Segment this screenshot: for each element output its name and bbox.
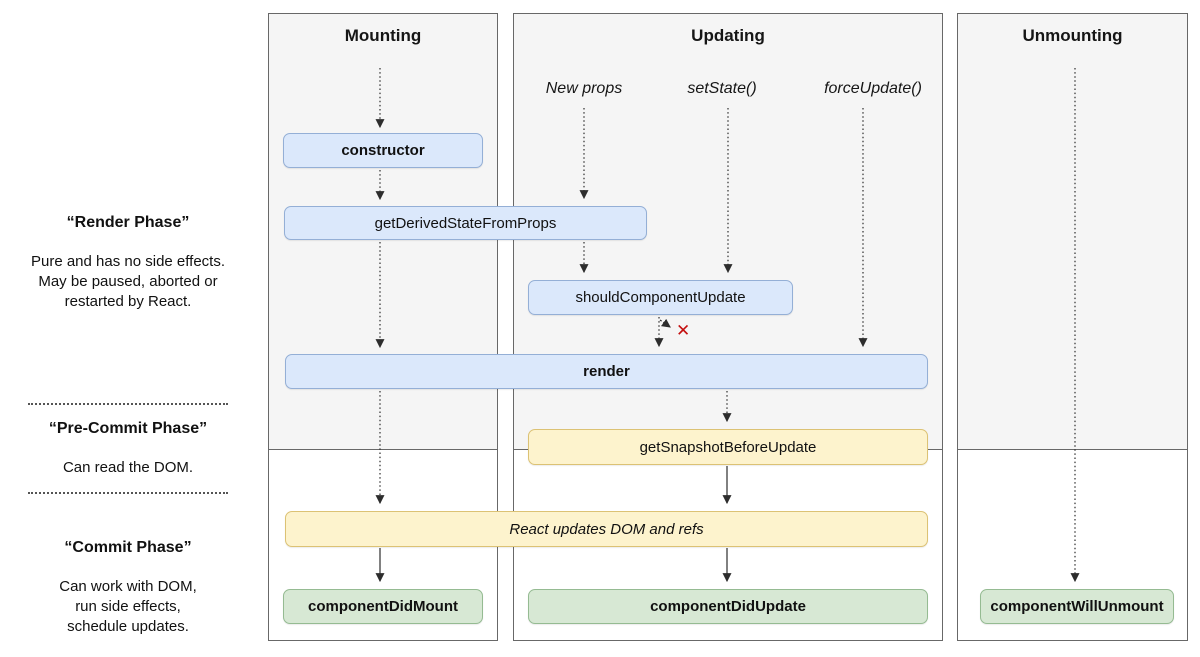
- component-did-mount-box: componentDidMount: [283, 589, 483, 624]
- column-unmounting: [957, 13, 1188, 641]
- phase-divider: [28, 403, 228, 405]
- component-will-unmount-box: componentWillUnmount: [980, 589, 1174, 624]
- constructor-box: constructor: [283, 133, 483, 168]
- pre-commit-phase-description: Can read the DOM.: [62, 459, 194, 476]
- render-phase-title: “Render Phase”: [66, 214, 190, 231]
- should-component-update-box: shouldComponentUpdate: [528, 280, 793, 315]
- react-updates-dom-box: React updates DOM and refs: [285, 511, 928, 547]
- update-cancelled-x-icon: ✕: [676, 321, 691, 340]
- get-derived-state-from-props-box: getDerivedStateFromProps: [284, 206, 647, 240]
- mounting-title: Mounting: [344, 26, 422, 45]
- component-did-update-box: componentDidUpdate: [528, 589, 928, 624]
- trigger-force-update: forceUpdate(): [824, 80, 922, 97]
- trigger-new-props: New props: [545, 80, 623, 97]
- phase-divider: [28, 492, 228, 494]
- pre-commit-phase-title: “Pre-Commit Phase”: [48, 420, 208, 437]
- render-phase-description: Pure and has no side effects. May be pau…: [30, 253, 226, 310]
- updating-title: Updating: [691, 26, 765, 45]
- render-box: render: [285, 354, 928, 389]
- unmounting-title: Unmounting: [1022, 26, 1123, 45]
- commit-phase-title: “Commit Phase”: [64, 539, 192, 556]
- get-snapshot-before-update-box: getSnapshotBeforeUpdate: [528, 429, 928, 465]
- trigger-set-state: setState(): [687, 80, 757, 97]
- unmounting-render-zone: [958, 14, 1187, 450]
- arrow-scu-false-branch: [659, 318, 671, 328]
- commit-phase-description: Can work with DOM, run side effects, sch…: [59, 578, 197, 635]
